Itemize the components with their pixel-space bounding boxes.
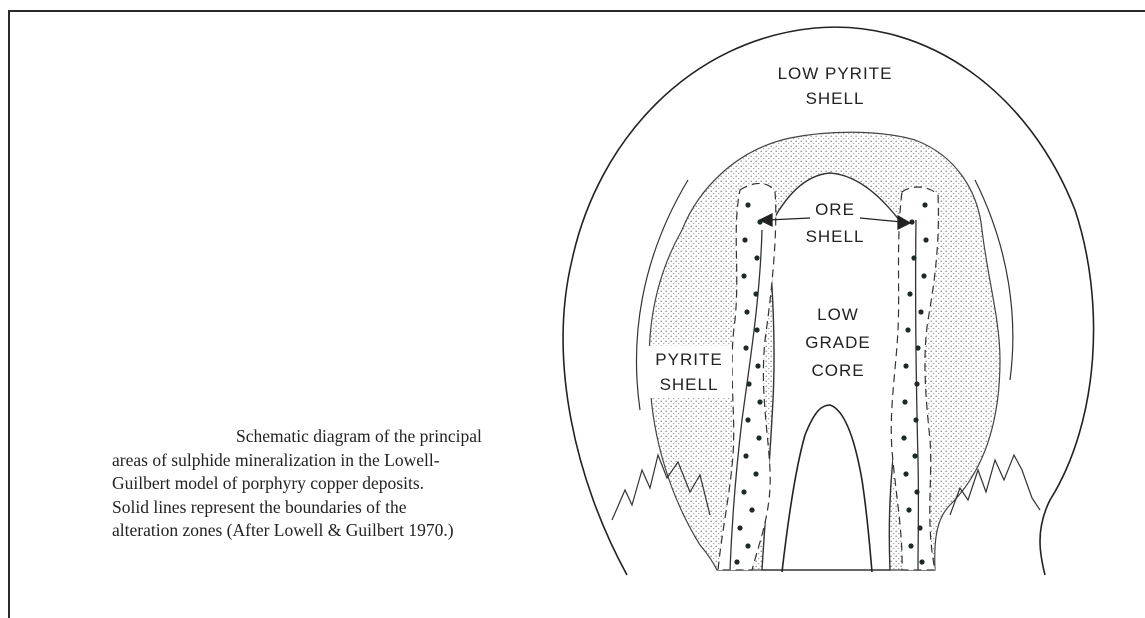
svg-text:CORE: CORE: [811, 361, 864, 380]
svg-text:PYRITE: PYRITE: [655, 350, 722, 369]
caption-line: Schematic diagram of the principal: [112, 425, 582, 449]
svg-text:SHELL: SHELL: [806, 227, 865, 246]
figure-caption: Schematic diagram of the principal areas…: [112, 425, 582, 543]
svg-text:SHELL: SHELL: [660, 375, 719, 394]
caption-line: areas of sulphide mineralization in the …: [112, 449, 582, 473]
svg-text:SHELL: SHELL: [806, 89, 865, 108]
svg-text:LOW PYRITE: LOW PYRITE: [778, 64, 893, 83]
caption-line: alteration zones (After Lowell & Guilber…: [112, 519, 582, 543]
caption-line: Guilbert model of porphyry copper deposi…: [112, 472, 582, 496]
svg-text:LOW: LOW: [817, 305, 859, 324]
svg-text:ORE: ORE: [815, 200, 855, 219]
low-pyrite-shell-label: LOW PYRITE SHELL: [778, 64, 893, 108]
caption-line: Solid lines represent the boundaries of …: [112, 496, 582, 520]
svg-text:GRADE: GRADE: [805, 333, 870, 352]
